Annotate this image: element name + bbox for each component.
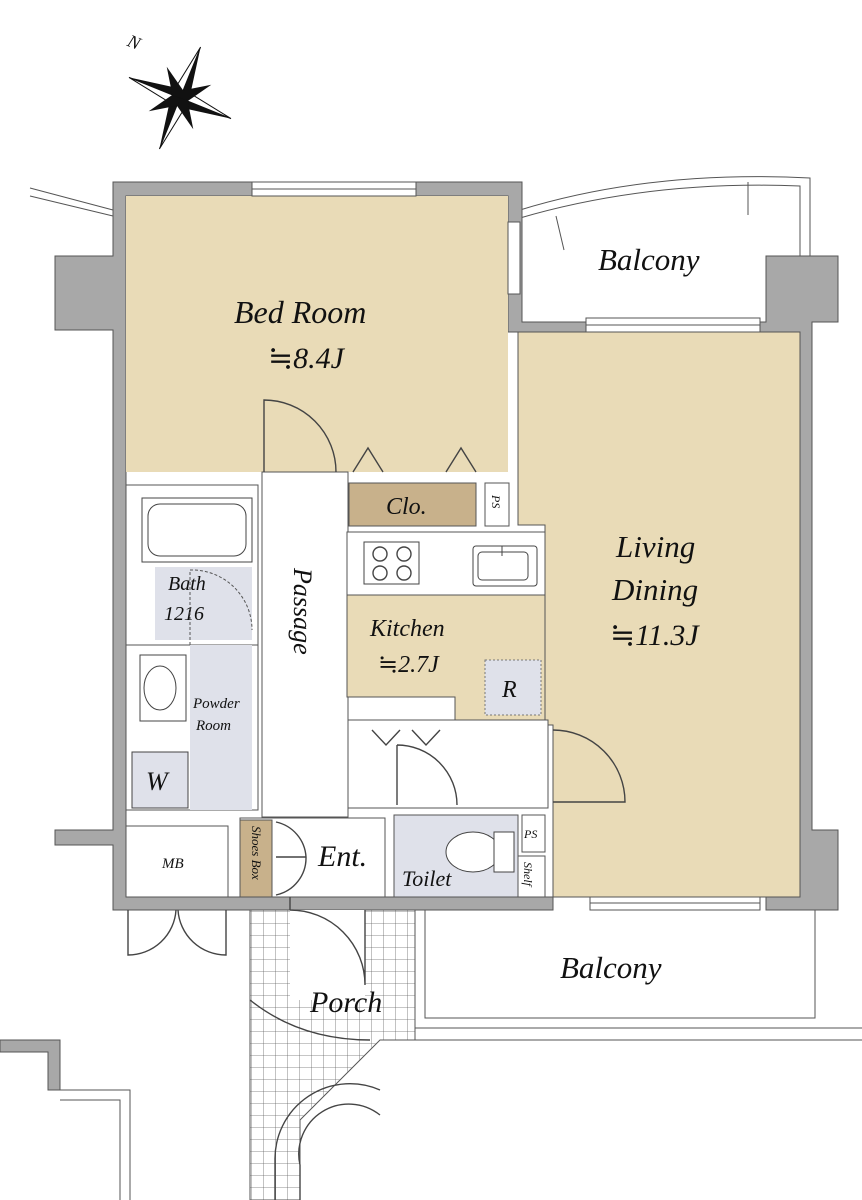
- toilet-label: Toilet: [402, 866, 452, 891]
- bath-size: 1216: [164, 603, 204, 625]
- exterior-wall-fragment: [0, 1039, 61, 1091]
- powder-label-line2: Room: [195, 718, 231, 734]
- bath-door[interactable]: [189, 569, 253, 645]
- refrigerator-label: R: [501, 677, 517, 703]
- kitchen-label: Kitchen: [369, 616, 445, 642]
- bedroom-door[interactable]: [263, 399, 337, 473]
- meter-box: [125, 825, 229, 898]
- porch-label: Porch: [309, 986, 382, 1019]
- shoes-box: [239, 819, 273, 898]
- powder-label-line1: Powder: [192, 696, 240, 712]
- windows: [251, 181, 761, 911]
- washer-area: [131, 751, 189, 809]
- shoes-box-label: Shoes Box: [249, 826, 264, 880]
- bedroom-label: Bed Room: [234, 294, 366, 330]
- powder-floor: [190, 645, 252, 810]
- passage-label: Passage: [288, 567, 317, 655]
- north-label: N: [124, 30, 144, 54]
- balcony-upper-label: Balcony: [598, 242, 700, 277]
- refrigerator: [484, 659, 542, 716]
- living-door[interactable]: [552, 729, 626, 803]
- porch-gate[interactable]: [249, 999, 371, 1041]
- washer-label: W: [146, 767, 170, 796]
- balcony-upper: Balcony: [29, 176, 811, 277]
- entrance-door[interactable]: [289, 897, 366, 986]
- storage-doors[interactable]: [371, 729, 441, 747]
- ps-upper-label: PS: [489, 494, 503, 508]
- compass-icon: [128, 46, 232, 150]
- mb-label: MB: [161, 856, 184, 872]
- stove-icon: [363, 541, 420, 585]
- bathtub-icon: [141, 497, 253, 563]
- bath-label: Bath: [168, 573, 206, 595]
- ps-lower: [521, 814, 546, 853]
- balcony-lower-label: Balcony: [560, 950, 662, 985]
- toilet-icon: [445, 831, 515, 873]
- shelf: [517, 855, 546, 898]
- balcony-lower: Balcony: [380, 910, 862, 1041]
- shelf-label: Shelf: [521, 862, 535, 888]
- closet-label: Clo.: [386, 494, 427, 520]
- porch-landing: [290, 910, 365, 1000]
- toilet-door[interactable]: [396, 744, 458, 806]
- hall: [347, 719, 549, 809]
- ps-upper: [484, 482, 510, 527]
- exterior-outline: [48, 1089, 131, 1200]
- closet: [348, 482, 477, 527]
- living-label-line1: Living: [615, 529, 695, 564]
- bedroom-size: ≒8.4J: [268, 342, 346, 375]
- living-label-line2: Dining: [611, 572, 698, 607]
- living-dining-area: [517, 331, 801, 898]
- sink-icon: [472, 545, 538, 587]
- ps-lower-label: PS: [523, 827, 537, 841]
- bath-floor: [155, 567, 252, 640]
- bedroom-area: [126, 196, 508, 472]
- closet-doors[interactable]: [352, 446, 477, 473]
- common-corridor-curve: [274, 1083, 381, 1200]
- mb-doors[interactable]: [127, 909, 227, 956]
- washbasin-icon: [139, 654, 187, 722]
- entrance-label: Ent.: [317, 840, 367, 873]
- shoes-box-doors[interactable]: [275, 821, 307, 896]
- kitchen-size: ≒2.7J: [378, 652, 440, 678]
- living-size: ≒11.3J: [610, 619, 700, 652]
